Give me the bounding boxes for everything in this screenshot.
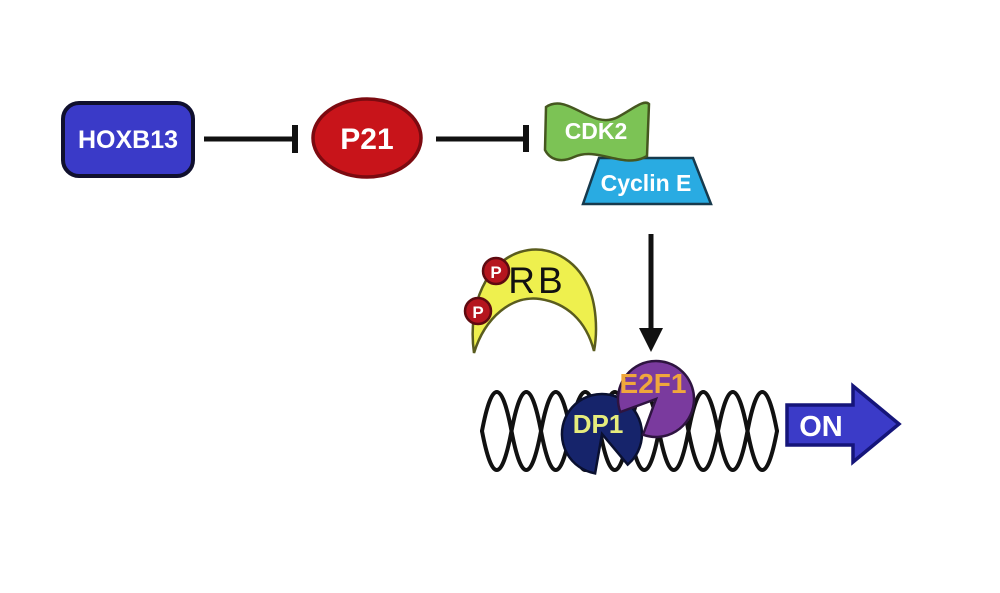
phosphate-circle [481,256,511,286]
phosphate-label: P [490,263,501,282]
node-dp1: DP1 [560,392,644,475]
phosphate-badge-top: P [481,256,511,286]
on-arrow-shape [785,382,902,466]
transcription-on-arrow: ON [785,382,902,466]
e2f1-label: E2F1 [620,368,687,399]
phosphate-circle [463,296,493,326]
phosphate-badge-bottom: P [463,296,493,326]
p21-label: P21 [340,123,393,156]
dp1-label: DP1 [573,409,624,439]
e2f1-shape [616,359,696,439]
cdk2-shape [543,101,651,162]
rb-label: RB [508,260,565,301]
inhibition-tbar-p21-cdk2 [436,125,529,152]
node-cdk2: CDK2 [543,101,651,162]
node-hoxb13: HOXB13 [61,101,195,178]
node-e2f1: E2F1 [616,359,696,439]
hoxb13-shape [61,101,195,178]
phosphate-label: P [472,303,483,322]
arrow-head [639,328,663,352]
on-label: ON [799,411,843,443]
cyclin-e-shape [581,156,713,206]
node-cyclin-e: Cyclin E [581,156,713,206]
activation-arrow-cdk2-e2f1 [639,234,663,352]
hoxb13-label: HOXB13 [78,126,178,154]
cyclin-e-label: Cyclin E [601,170,692,196]
cdk2-label: CDK2 [565,118,628,144]
inhibition-tbar-hoxb13-p21 [204,125,298,153]
p21-shape [311,97,423,179]
node-p21: P21 [311,97,423,179]
dp1-shape [560,392,644,475]
